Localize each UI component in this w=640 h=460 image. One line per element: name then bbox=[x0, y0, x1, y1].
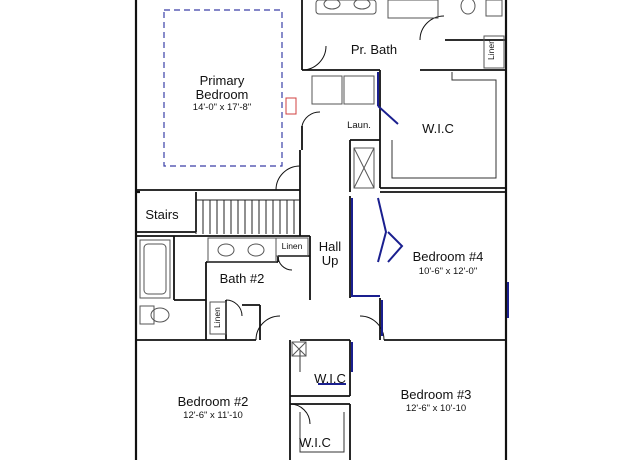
door-swings bbox=[225, 15, 445, 425]
blue-doors bbox=[318, 72, 509, 385]
bedroom4-label: Bedroom #4 bbox=[412, 249, 484, 264]
pr-bath-label: Pr. Bath bbox=[350, 42, 398, 57]
primary-bedroom-dims: 14'-0" x 17'-8" bbox=[192, 102, 252, 113]
fixtures bbox=[139, 0, 505, 357]
wic-shelving bbox=[299, 72, 497, 453]
wic-b3-label: W.I.C bbox=[314, 371, 346, 386]
wic-b2-label: W.I.C bbox=[299, 435, 331, 450]
stairs-label: Stairs bbox=[145, 207, 179, 222]
linen-bath2-label: Linen bbox=[281, 241, 303, 251]
bedroom3-dims: 12'-6" x 10'-10 bbox=[405, 403, 467, 414]
tray-ceiling-outlines bbox=[163, 9, 283, 167]
primary-bedroom-label: Primary Bedroom bbox=[195, 73, 249, 102]
stair-treads bbox=[195, 199, 300, 234]
bedroom2-label: Bedroom #2 bbox=[177, 394, 249, 409]
bath2-label: Bath #2 bbox=[219, 271, 265, 286]
bedroom3-label: Bedroom #3 bbox=[400, 387, 472, 402]
laundry-label: Laun. bbox=[347, 120, 371, 131]
linen-hall-label: Linen bbox=[212, 307, 222, 329]
outlet-marker-icon bbox=[285, 97, 297, 115]
bedroom4-dims: 10'-6" x 12'-0" bbox=[418, 266, 478, 277]
hall-label: Hall Up bbox=[318, 239, 342, 268]
wic-primary-label: W.I.C bbox=[422, 121, 454, 136]
exterior-walls bbox=[134, 0, 508, 460]
bedroom2-dims: 12'-6" x 11'-10 bbox=[183, 410, 243, 421]
linen-prbath-label: Linen bbox=[486, 39, 496, 61]
